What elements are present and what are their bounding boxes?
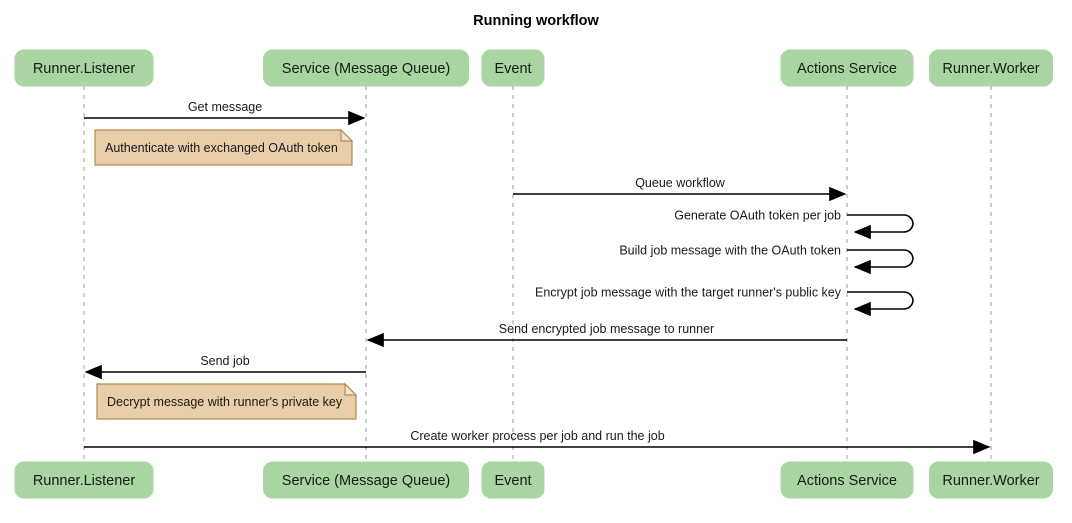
message-label: Send job — [200, 354, 249, 368]
note-fold-corner — [344, 382, 358, 396]
participant-service-bottom[interactable]: Service (Message Queue) — [263, 461, 469, 499]
participant-label: Runner.Worker — [942, 61, 1039, 77]
participant-label: Actions Service — [797, 473, 897, 489]
participant-box — [263, 461, 469, 499]
message-m7: Send job — [84, 354, 366, 380]
participant-box — [481, 461, 545, 499]
message-m3: Generate OAuth token per job — [674, 209, 914, 240]
self-call-path — [847, 249, 914, 275]
note-body — [94, 129, 353, 166]
note-n2: Decrypt message with runner's private ke… — [96, 382, 358, 420]
message-label: Send encrypted job message to runner — [499, 322, 714, 336]
participant-event-bottom[interactable]: Event — [481, 461, 545, 499]
message-label: Get message — [188, 100, 262, 114]
message-m2: Queue workflow — [513, 176, 847, 202]
participant-label: Event — [494, 61, 531, 77]
message-label: Encrypt job message with the target runn… — [535, 286, 842, 300]
participant-box — [14, 461, 154, 499]
message-m6: Send encrypted job message to runner — [366, 322, 847, 348]
participant-box — [780, 461, 914, 499]
self-call-path — [847, 291, 914, 317]
notes-layer: Authenticate with exchanged OAuth tokenD… — [94, 128, 358, 420]
note-label: Decrypt message with runner's private ke… — [107, 395, 343, 409]
message-m4: Build job message with the OAuth token — [619, 244, 914, 275]
message-label: Generate OAuth token per job — [674, 209, 841, 223]
participant-label: Service (Message Queue) — [282, 61, 450, 77]
participant-actions-bottom[interactable]: Actions Service — [780, 461, 914, 499]
participant-worker-bottom[interactable]: Runner.Worker — [929, 461, 1053, 499]
participant-worker-top[interactable]: Runner.Worker — [929, 49, 1053, 87]
participant-label: Runner.Worker — [942, 473, 1039, 489]
participant-label: Service (Message Queue) — [282, 473, 450, 489]
message-label: Build job message with the OAuth token — [619, 244, 841, 258]
participant-box — [929, 49, 1053, 87]
message-label: Queue workflow — [635, 176, 726, 190]
participant-listener-top[interactable]: Runner.Listener — [14, 49, 154, 87]
message-label: Create worker process per job and run th… — [410, 429, 664, 443]
participant-label: Runner.Listener — [33, 61, 136, 77]
participant-label: Event — [494, 473, 531, 489]
diagram-title: Running workflow — [473, 13, 599, 29]
participant-service-top[interactable]: Service (Message Queue) — [263, 49, 469, 87]
participant-label: Actions Service — [797, 61, 897, 77]
participant-box — [14, 49, 154, 87]
note-label: Authenticate with exchanged OAuth token — [105, 141, 338, 155]
participant-box — [780, 49, 914, 87]
note-body — [96, 383, 357, 420]
participant-label: Runner.Listener — [33, 473, 136, 489]
self-call-path — [847, 214, 914, 240]
message-m8: Create worker process per job and run th… — [84, 429, 991, 455]
participant-box — [481, 49, 545, 87]
note-n1: Authenticate with exchanged OAuth token — [94, 128, 354, 166]
participant-event-top[interactable]: Event — [481, 49, 545, 87]
message-m1: Get message — [84, 100, 366, 126]
participant-box — [263, 49, 469, 87]
message-m5: Encrypt job message with the target runn… — [535, 286, 914, 317]
participant-listener-bottom[interactable]: Runner.Listener — [14, 461, 154, 499]
participant-box — [929, 461, 1053, 499]
participant-actions-top[interactable]: Actions Service — [780, 49, 914, 87]
note-fold-corner — [340, 128, 354, 142]
